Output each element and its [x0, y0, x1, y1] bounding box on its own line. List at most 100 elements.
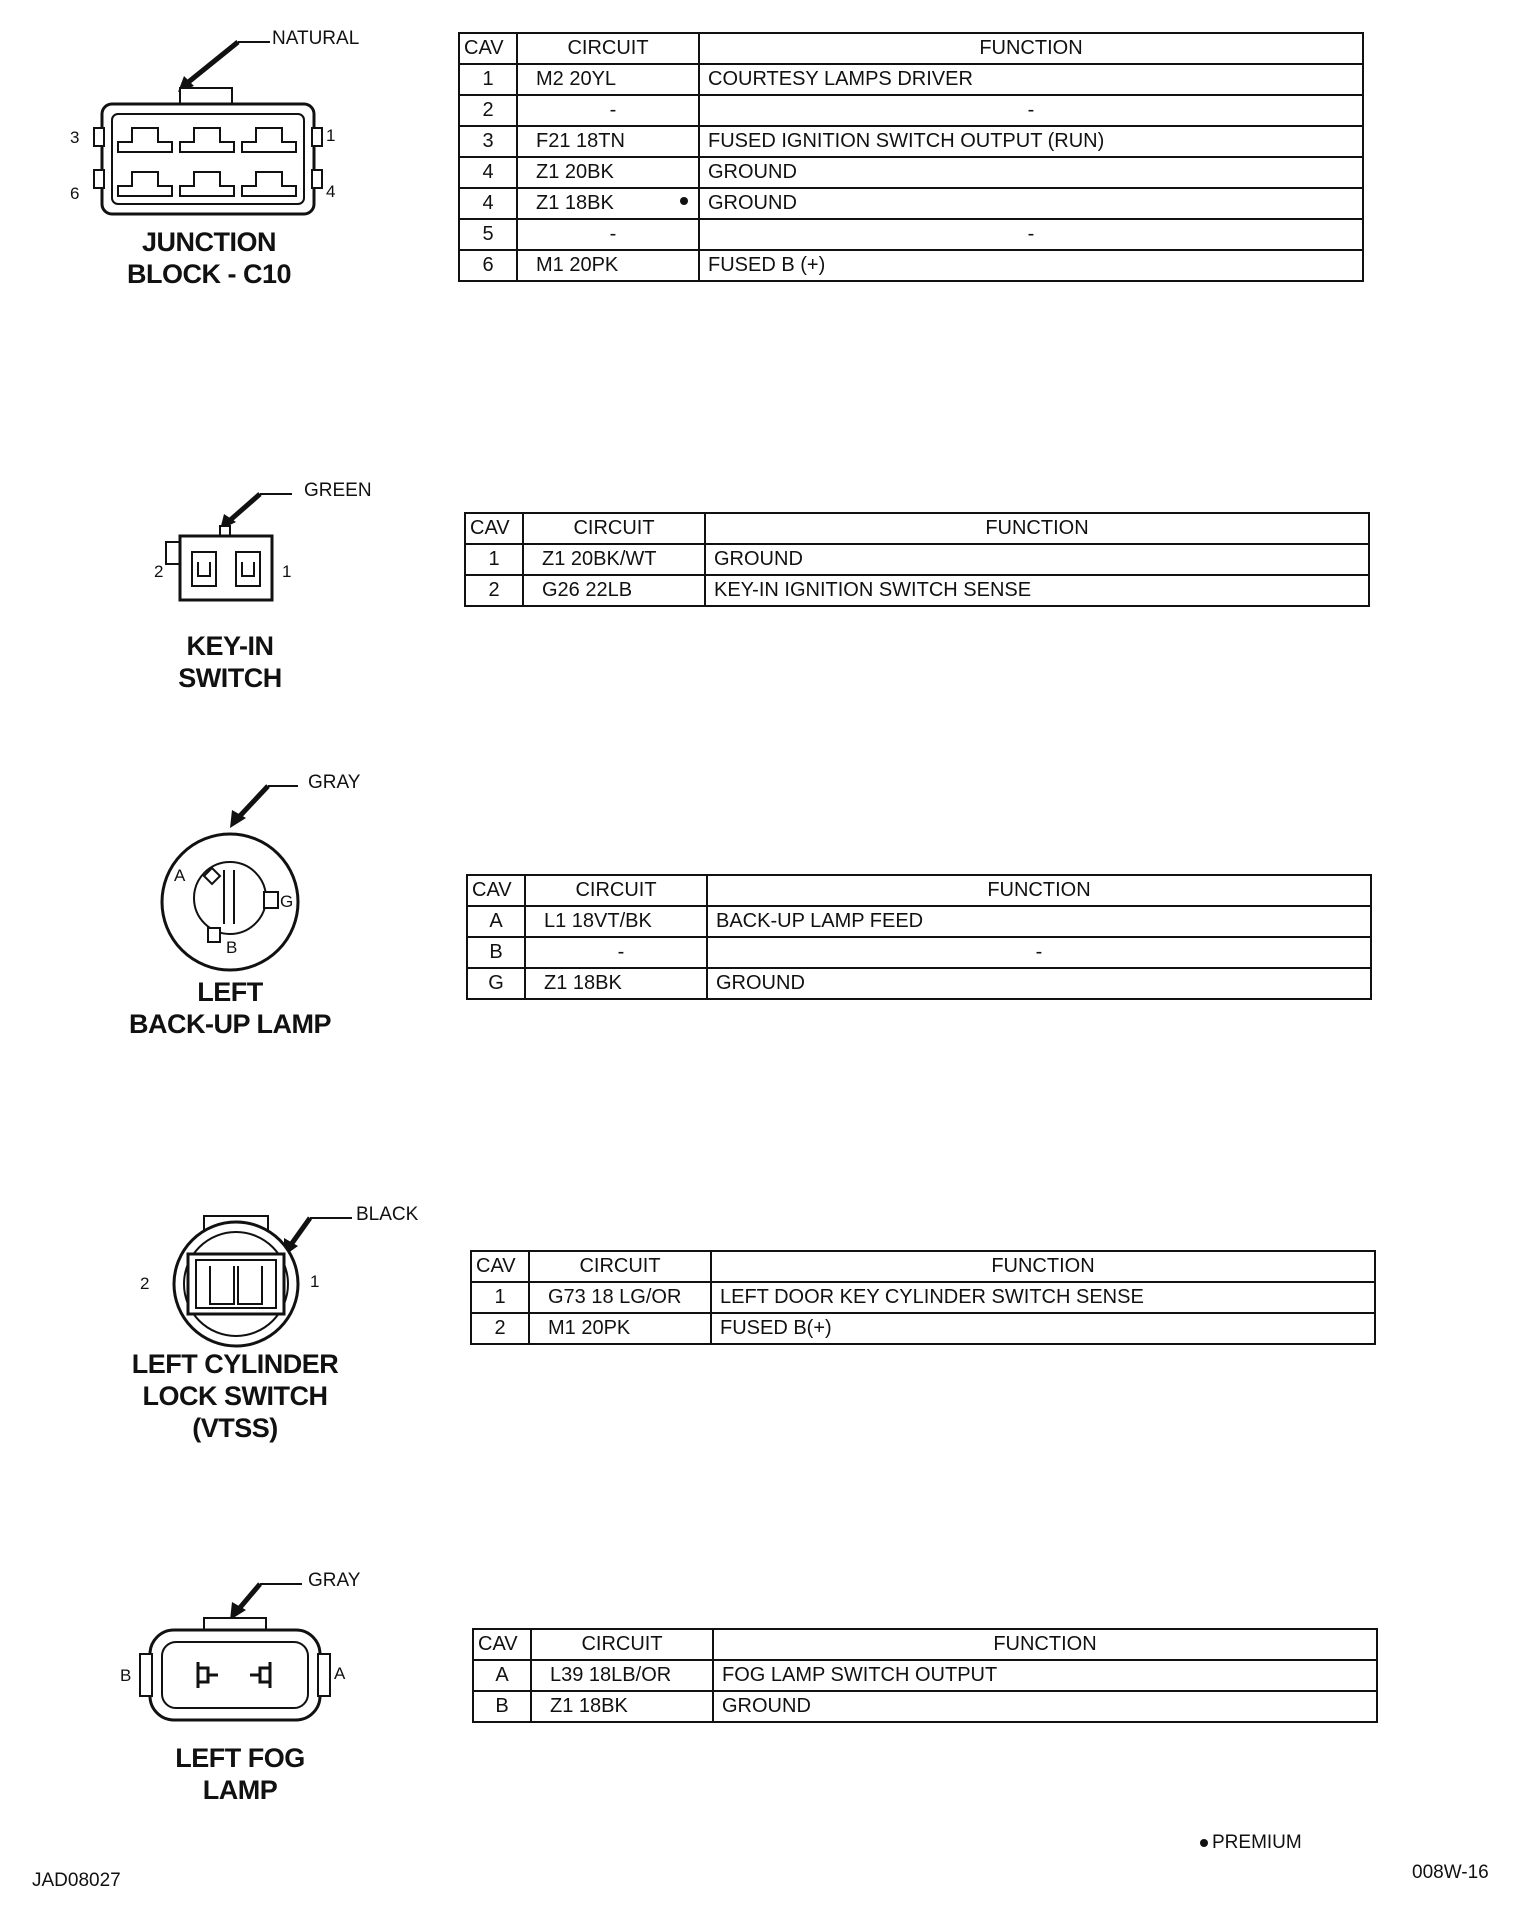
junction-block-pin-4: 4	[326, 182, 336, 201]
table-row: 5 - -	[458, 218, 1364, 251]
title-line-1: KEY-IN	[186, 631, 274, 661]
back-up-lamp-pin-a: A	[174, 866, 186, 885]
cell-cav: 4	[458, 156, 518, 189]
cell-circuit: M1 20PK	[516, 249, 700, 282]
header-function: FUNCTION	[704, 512, 1370, 545]
connector-junction-block: NATURAL 3 1 6 4 JUNCTION BLOCK - C10	[60, 20, 420, 300]
junction-block-title: JUNCTION BLOCK - C10	[100, 226, 318, 290]
cell-cav: A	[466, 905, 526, 938]
table-row: 1 M2 20YL COURTESY LAMPS DRIVER	[458, 63, 1364, 96]
cell-function: FUSED B(+)	[710, 1312, 1376, 1345]
cell-function: GROUND	[704, 543, 1370, 576]
junction-block-color-label: NATURAL	[272, 28, 360, 49]
cell-cav: 6	[458, 249, 518, 282]
cell-cav: 1	[458, 63, 518, 96]
fog-lamp-table: CAV CIRCUIT FUNCTION A L39 18LB/OR FOG L…	[472, 1628, 1378, 1723]
cell-function: -	[698, 94, 1364, 127]
cell-circuit: Z1 18BK	[524, 967, 708, 1000]
title-line-2: BACK-UP LAMP	[129, 1009, 332, 1039]
cell-cav: 5	[458, 218, 518, 251]
table-row: B Z1 18BK GROUND	[472, 1690, 1378, 1723]
key-in-color-label: GREEN	[304, 480, 372, 501]
cell-function: -	[698, 218, 1364, 251]
cell-circuit: G73 18 LG/OR	[528, 1281, 712, 1314]
table-header-row: CAV CIRCUIT FUNCTION	[464, 512, 1370, 545]
cell-circuit: Z1 20BK	[516, 156, 700, 189]
fog-lamp-diagram	[139, 1582, 331, 1722]
table-row: 1 Z1 20BK/WT GROUND	[464, 543, 1370, 576]
premium-legend-text: PREMIUM	[1212, 1832, 1302, 1853]
title-line-1: LEFT CYLINDER	[131, 1349, 339, 1379]
title-line-1: LEFT	[197, 977, 263, 1007]
circuit-text: Z1 18BK	[536, 192, 614, 214]
junction-block-diagram	[93, 40, 323, 216]
cell-cav: 2	[458, 94, 518, 127]
header-function: FUNCTION	[712, 1628, 1378, 1661]
cell-function: LEFT DOOR KEY CYLINDER SWITCH SENSE	[710, 1281, 1376, 1314]
fog-lamp-pin-a: A	[334, 1664, 346, 1683]
cell-circuit: -	[524, 936, 708, 969]
cell-circuit: L1 18VT/BK	[524, 905, 708, 938]
cell-cav: B	[472, 1690, 532, 1723]
junction-block-pin-1: 1	[326, 126, 336, 145]
cylinder-lock-pin-2: 2	[140, 1274, 150, 1293]
table-row: 4 Z1 18BK GROUND	[458, 187, 1364, 220]
connector-left-back-up-lamp: GRAY A G B LEFT BACK-UP LAMP	[129, 772, 430, 1052]
table-header-row: CAV CIRCUIT FUNCTION	[466, 874, 1372, 907]
table-row: A L39 18LB/OR FOG LAMP SWITCH OUTPUT	[472, 1659, 1378, 1692]
premium-dot-icon	[1200, 1838, 1208, 1847]
cell-function: COURTESY LAMPS DRIVER	[698, 63, 1364, 96]
page-code-right: 008W-16	[1412, 1862, 1489, 1883]
premium-dot-icon	[680, 197, 688, 205]
key-in-switch-diagram	[165, 492, 292, 602]
connector-left-cylinder-lock-switch: BLACK 2 1 LEFT CYLINDER LOCK SWITCH (VTS…	[130, 1194, 450, 1454]
table-row: 2 - -	[458, 94, 1364, 127]
table-row: A L1 18VT/BK BACK-UP LAMP FEED	[466, 905, 1372, 938]
cell-cav: 2	[464, 574, 524, 607]
title-line-2: BLOCK - C10	[126, 259, 292, 289]
table-header-row: CAV CIRCUIT FUNCTION	[472, 1628, 1378, 1661]
table-header-row: CAV CIRCUIT FUNCTION	[470, 1250, 1376, 1283]
title-line-2: SWITCH	[178, 663, 282, 693]
header-circuit: CIRCUIT	[522, 512, 706, 545]
fog-lamp-pin-b: B	[120, 1666, 132, 1685]
cell-cav: 1	[470, 1281, 530, 1314]
key-in-pin-1: 1	[282, 562, 292, 581]
back-up-lamp-pin-b: B	[226, 938, 238, 957]
cell-function: KEY-IN IGNITION SWITCH SENSE	[704, 574, 1370, 607]
cylinder-lock-switch-diagram	[172, 1215, 352, 1348]
premium-legend: PREMIUM	[1200, 1832, 1302, 1854]
key-in-switch-table: CAV CIRCUIT FUNCTION 1 Z1 20BK/WT GROUND…	[464, 512, 1370, 607]
cell-circuit: -	[516, 218, 700, 251]
cylinder-lock-switch-table: CAV CIRCUIT FUNCTION 1 G73 18 LG/OR LEFT…	[470, 1250, 1376, 1345]
header-cav: CAV	[466, 874, 526, 907]
cell-circuit: M2 20YL	[516, 63, 700, 96]
cell-cav: A	[472, 1659, 532, 1692]
header-cav: CAV	[472, 1628, 532, 1661]
title-line-2: LOCK SWITCH	[142, 1381, 328, 1411]
title-line-1: LEFT FOG	[175, 1743, 305, 1773]
back-up-lamp-diagram	[160, 784, 300, 972]
back-up-lamp-title: LEFT BACK-UP LAMP	[100, 976, 360, 1040]
key-in-title: KEY-IN SWITCH	[130, 630, 330, 694]
header-circuit: CIRCUIT	[528, 1250, 712, 1283]
back-up-lamp-pin-g: G	[280, 892, 294, 911]
back-up-lamp-color-label: GRAY	[308, 772, 361, 793]
header-cav: CAV	[458, 32, 518, 65]
cell-circuit-premium: Z1 18BK	[516, 187, 700, 220]
cell-circuit: M1 20PK	[528, 1312, 712, 1345]
header-circuit: CIRCUIT	[524, 874, 708, 907]
cell-function: GROUND	[706, 967, 1372, 1000]
cell-function: GROUND	[698, 156, 1364, 189]
table-row: 2 M1 20PK FUSED B(+)	[470, 1312, 1376, 1345]
header-cav: CAV	[464, 512, 524, 545]
table-row: G Z1 18BK GROUND	[466, 967, 1372, 1000]
junction-block-pin-3: 3	[70, 128, 80, 147]
table-row: 6 M1 20PK FUSED B (+)	[458, 249, 1364, 282]
title-line-3: (VTSS)	[192, 1413, 278, 1443]
header-cav: CAV	[470, 1250, 530, 1283]
table-row: 2 G26 22LB KEY-IN IGNITION SWITCH SENSE	[464, 574, 1370, 607]
header-circuit: CIRCUIT	[516, 32, 700, 65]
cylinder-lock-title: LEFT CYLINDER LOCK SWITCH (VTSS)	[100, 1348, 370, 1444]
